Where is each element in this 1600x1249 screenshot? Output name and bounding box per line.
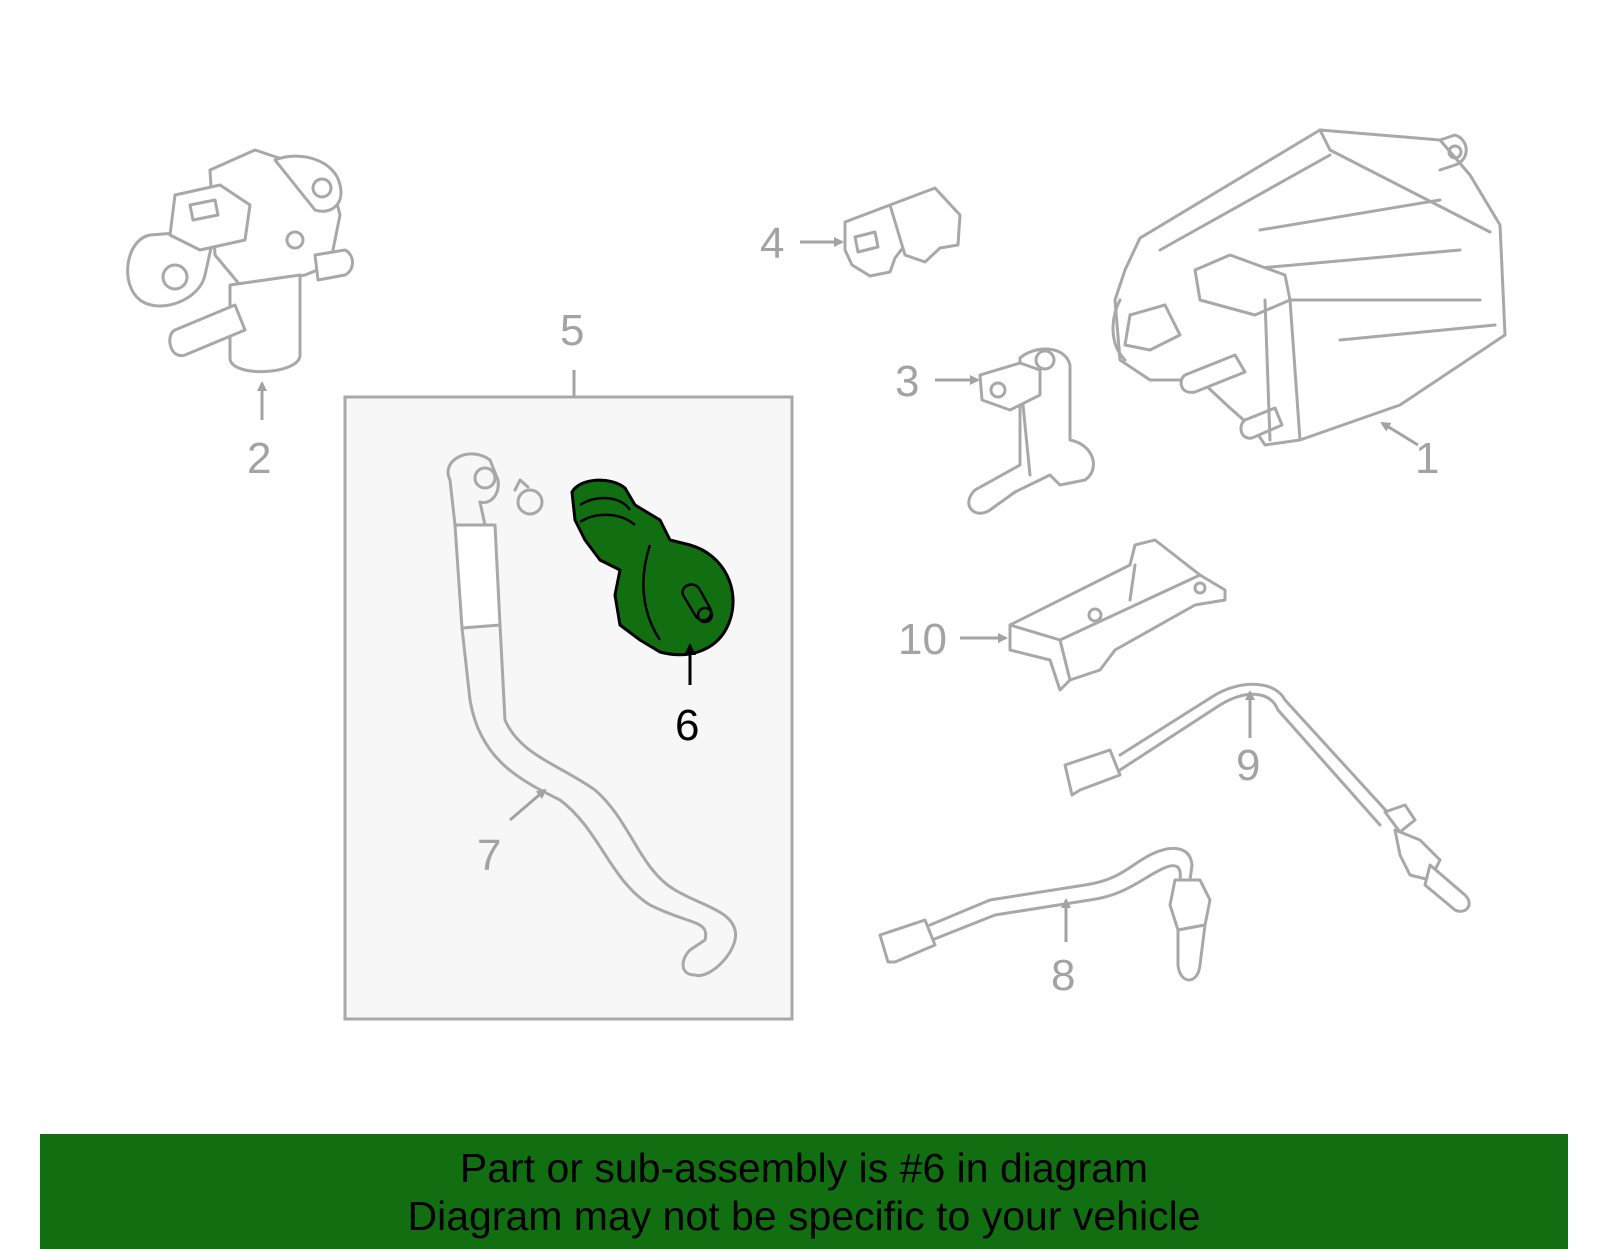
callout-2: 2 (247, 434, 271, 483)
part-7-hose (446, 452, 737, 977)
part-10-bracket (1008, 538, 1227, 692)
kit-box-5 (343, 395, 794, 1021)
info-banner: Part or sub-assembly is #6 in diagram Di… (40, 1134, 1568, 1249)
part-4-connector (843, 186, 962, 278)
callout-10: 10 (898, 615, 947, 664)
part-6-valve-highlighted[interactable] (570, 478, 735, 657)
part-8-sensor (878, 846, 1212, 982)
callout-4: 4 (760, 219, 784, 268)
arrow-1 (1380, 421, 1419, 447)
callout-8: 8 (1051, 951, 1075, 1000)
part-1-canister (1111, 128, 1507, 447)
callout-6: 6 (675, 701, 699, 750)
callout-3: 3 (895, 357, 919, 406)
callout-5: 5 (560, 306, 584, 355)
callout-1: 1 (1415, 434, 1439, 483)
part-9-sensor (1063, 682, 1471, 913)
part-2-purge-valve (126, 148, 354, 374)
arrow-7 (509, 788, 547, 822)
banner-line-2: Diagram may not be specific to your vehi… (407, 1192, 1201, 1239)
callout-7: 7 (477, 831, 501, 880)
part-3-bracket (967, 347, 1095, 515)
callout-9: 9 (1236, 741, 1260, 790)
banner-line-1: Part or sub-assembly is #6 in diagram (459, 1144, 1149, 1191)
